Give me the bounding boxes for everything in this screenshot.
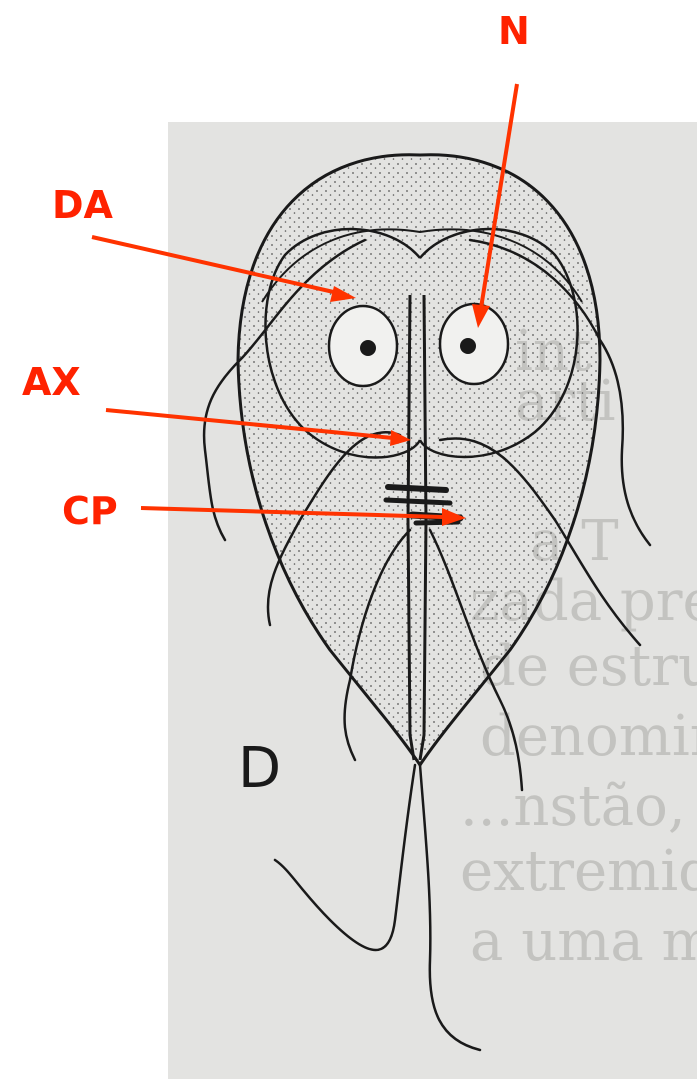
nucleus-left xyxy=(329,306,397,386)
label-nucleus: N xyxy=(498,12,530,50)
label-parabasal-body: CP xyxy=(62,492,118,530)
label-adhesive-disc: DA xyxy=(52,186,113,224)
bleed-text-line: extremidade poste xyxy=(460,839,697,904)
bleed-text-line: ...nstão, atravessa o co xyxy=(460,774,697,839)
figure-panel-letter: D xyxy=(238,736,281,801)
nucleus-right xyxy=(440,304,508,384)
bleed-text-line: a uma membrana o xyxy=(470,909,697,974)
label-axostyle: AX xyxy=(22,363,81,401)
